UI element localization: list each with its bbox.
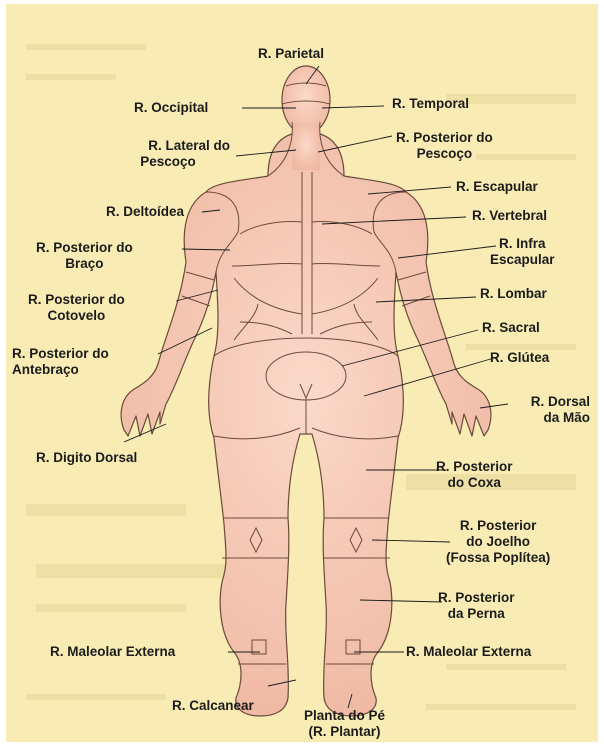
label-deltoidea: R. Deltoídea <box>106 204 184 220</box>
label-digito-dorsal: R. Digito Dorsal <box>36 450 137 466</box>
label-escapular: R. Escapular <box>456 179 538 195</box>
label-maleolar-externa-right: R. Maleolar Externa <box>406 644 531 660</box>
label-glutea: R. Glútea <box>490 350 549 366</box>
label-maleolar-externa-left: R. Maleolar Externa <box>50 644 175 660</box>
label-temporal: R. Temporal <box>392 96 469 112</box>
head <box>282 66 330 134</box>
label-sacral: R. Sacral <box>482 320 540 336</box>
label-calcanear: R. Calcanear <box>172 698 254 714</box>
label-lombar: R. Lombar <box>480 286 547 302</box>
label-parietal: R. Parietal <box>258 46 324 62</box>
label-occipital: R. Occipital <box>134 100 208 116</box>
label-planta-pe: Planta do Pé(R. Plantar) <box>304 708 385 740</box>
diagram-background: R. Parietal R. Occipital R. Temporal R. … <box>6 4 598 742</box>
label-vertebral: R. Vertebral <box>472 208 547 224</box>
